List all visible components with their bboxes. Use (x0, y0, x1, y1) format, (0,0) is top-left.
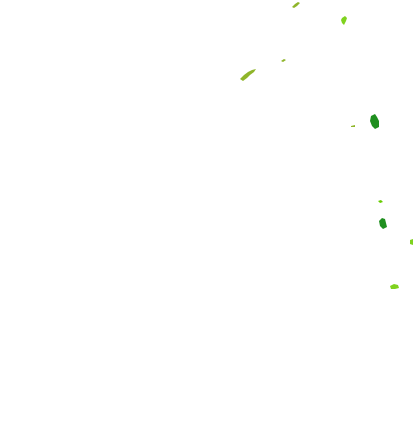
land-patch (240, 69, 256, 81)
land-patch (351, 125, 355, 127)
land-patch (410, 239, 413, 245)
land-patch (390, 284, 399, 289)
land-patch (378, 200, 383, 203)
land-patch (379, 218, 387, 229)
land-patch (292, 2, 300, 8)
land-patch (370, 114, 379, 129)
land-patch (281, 59, 286, 62)
land-patch (341, 16, 347, 25)
